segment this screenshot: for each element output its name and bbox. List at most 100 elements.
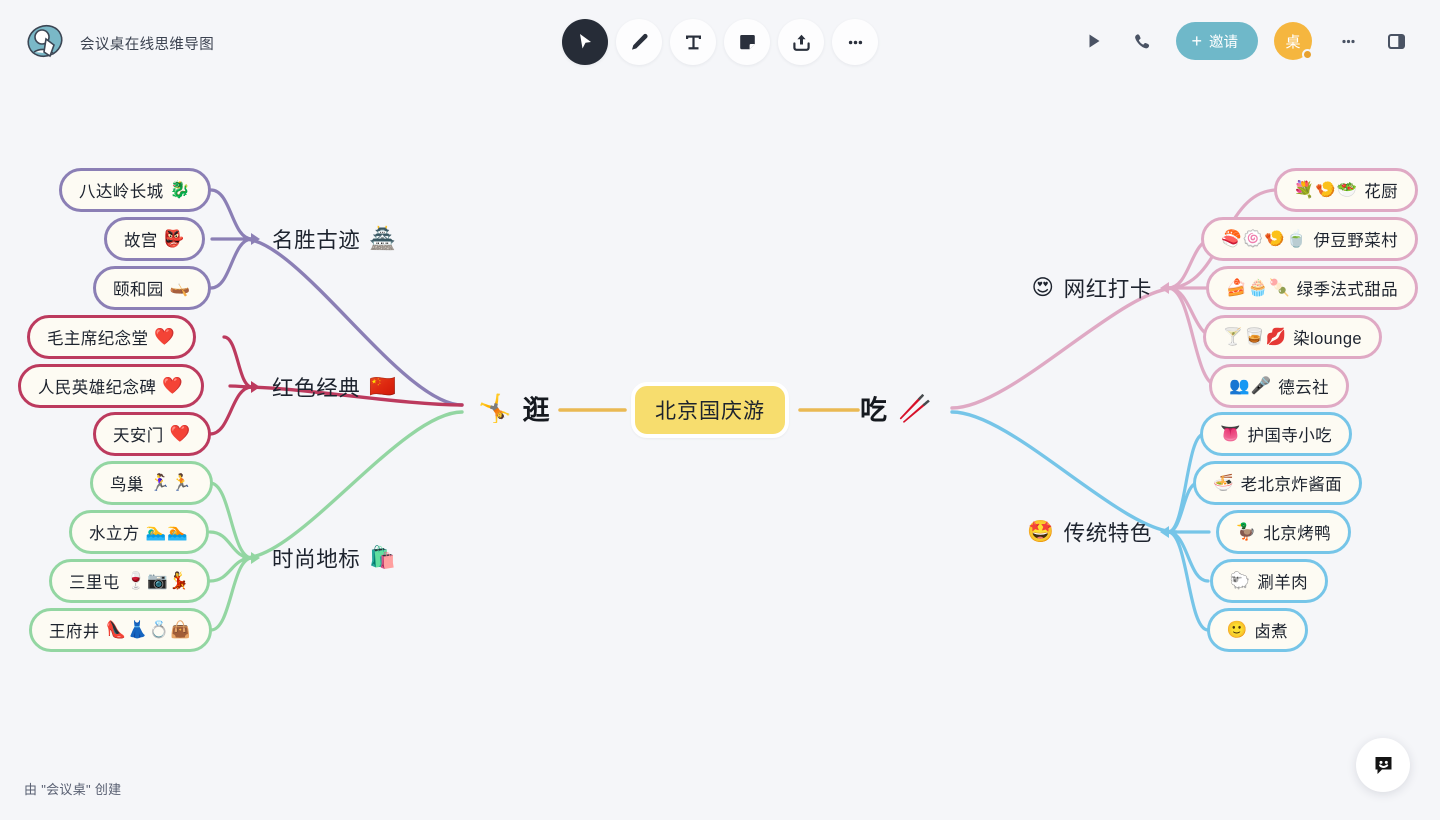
leaf-emoji: 🍰🧁🍡	[1225, 278, 1291, 297]
leaf-node-wanghong-4[interactable]: 👥🎤德云社	[1209, 364, 1349, 408]
mindmap-edge	[208, 530, 254, 560]
side-panel-icon	[1387, 33, 1405, 49]
leaf-emoji: 🐉	[169, 180, 192, 199]
group-node-hongse[interactable]: 红色经典🇨🇳	[272, 372, 397, 403]
leaf-label: 颐和园	[113, 281, 164, 299]
leaf-node-hongse-1[interactable]: 人民英雄纪念碑❤️	[18, 364, 204, 408]
mindmap-edge	[209, 556, 254, 632]
leaf-label: 伊豆野菜村	[1313, 232, 1398, 250]
group-emoji-mingsheng: 🏯	[369, 226, 397, 251]
help-chat-button[interactable]	[1356, 738, 1410, 792]
leaf-node-chuantong-3[interactable]: 🐑涮羊肉	[1209, 559, 1328, 603]
leaf-emoji: 💐🍤🥗	[1293, 180, 1359, 199]
group-emoji-wanghong: 😍	[1031, 275, 1055, 300]
branch-label-left: 逛	[522, 395, 551, 426]
leaf-node-mingsheng-0[interactable]: 八达岭长城 🐉	[59, 168, 212, 212]
group-node-mingsheng[interactable]: 名胜古迹 🏯	[272, 224, 397, 255]
more-tool-button[interactable]	[832, 19, 878, 65]
leaf-node-chuantong-0[interactable]: 👅护国寺小吃	[1199, 412, 1352, 456]
leaf-node-chuantong-1[interactable]: 🍜老北京炸酱面	[1193, 461, 1362, 505]
upload-tool-button[interactable]	[778, 19, 824, 65]
mindmap-edge	[1166, 530, 1210, 632]
leaf-label: 德云社	[1278, 379, 1329, 397]
group-emoji-shishang: 🛍️	[369, 545, 397, 570]
ellipsis-icon	[1341, 39, 1355, 43]
pencil-icon	[631, 33, 648, 50]
leaf-node-chuantong-2[interactable]: 🦆北京烤鸭	[1215, 510, 1351, 554]
mindmap-edge-arrow	[1160, 282, 1169, 294]
phone-icon	[1135, 33, 1150, 48]
leaf-node-shishang-3[interactable]: 王府井👠👗💍👜	[29, 608, 212, 652]
play-icon	[1089, 34, 1100, 48]
call-button[interactable]	[1120, 19, 1164, 63]
leaf-node-mingsheng-1[interactable]: 故宫 👺	[104, 217, 206, 261]
leaf-emoji: 🍷📷💃	[125, 571, 191, 590]
select-tool-button[interactable]	[562, 19, 608, 65]
branch-emoji-left: 🤸	[478, 393, 513, 423]
side-panel-toggle[interactable]	[1374, 19, 1418, 63]
leaf-node-hongse-2[interactable]: 天安门❤️	[93, 412, 212, 456]
leaf-node-shishang-1[interactable]: 水立方🏊‍♂️🏊	[69, 510, 209, 554]
group-emoji-chuantong: 🤩	[1027, 519, 1055, 544]
group-node-wanghong[interactable]: 😍网红打卡	[1032, 273, 1152, 304]
leaf-emoji: 🦆	[1235, 522, 1258, 541]
mindmap-edge	[208, 385, 254, 436]
leaf-emoji: 🍣🍥🍤🍵	[1221, 229, 1308, 248]
text-tool-button[interactable]	[670, 19, 716, 65]
branch-node-right[interactable]: 吃🥢	[860, 389, 933, 428]
leaf-node-hongse-0[interactable]: 毛主席纪念堂 ❤️	[27, 315, 196, 359]
leaf-emoji: 👺	[163, 229, 186, 248]
root-node[interactable]: 北京国庆游	[631, 382, 789, 438]
branch-node-left[interactable]: 🤸逛	[478, 389, 551, 428]
group-node-chuantong[interactable]: 🤩 传统特色	[1027, 517, 1152, 548]
leaf-node-shishang-2[interactable]: 三里屯🍷📷💃	[49, 559, 211, 603]
mindmap-edge	[950, 410, 1178, 534]
center-toolbar	[562, 19, 878, 65]
mindmap-edge	[950, 286, 1178, 410]
present-button[interactable]	[1072, 19, 1116, 63]
header-actions: + 邀请 桌	[1072, 19, 1418, 63]
leaf-emoji: 🍸🥃💋	[1222, 327, 1288, 346]
mindmap-edge-arrow	[251, 552, 260, 564]
mindmap-edge	[209, 188, 254, 241]
leaf-node-chuantong-4[interactable]: 🙂卤煮	[1206, 608, 1308, 652]
group-emoji-hongse: 🇨🇳	[369, 374, 397, 399]
pen-tool-button[interactable]	[616, 19, 662, 65]
branch-label-right: 吃	[860, 395, 888, 426]
mindmap-edge	[228, 384, 254, 389]
leaf-label: 鸟巢	[110, 476, 144, 494]
leaf-emoji: 👅	[1219, 424, 1242, 443]
group-label-chuantong: 传统特色	[1063, 521, 1152, 546]
leaf-node-wanghong-0[interactable]: 💐🍤🥗花厨	[1273, 168, 1418, 212]
leaf-label: 故宫	[124, 232, 158, 250]
leaf-emoji: ❤️	[154, 327, 176, 346]
mindmap-edge-arrow	[251, 233, 260, 245]
note-tool-button[interactable]	[724, 19, 770, 65]
leaf-node-shishang-0[interactable]: 鸟巢🏃‍♀️🏃	[90, 461, 213, 505]
leaf-node-wanghong-2[interactable]: 🍰🧁🍡绿季法式甜品	[1205, 266, 1418, 310]
invite-button[interactable]: + 邀请	[1176, 22, 1258, 60]
leaf-label: 水立方	[89, 525, 140, 543]
mindmap-edge-arrow	[251, 381, 260, 393]
mindmap-edge	[209, 237, 254, 290]
leaf-emoji: ❤️	[162, 376, 184, 395]
mindmap-edge-arrow	[1160, 526, 1169, 538]
brand[interactable]: 会议桌在线思维导图	[24, 22, 214, 64]
leaf-label: 毛主席纪念堂	[47, 330, 149, 348]
leaf-node-wanghong-3[interactable]: 🍸🥃💋染lounge	[1202, 315, 1382, 359]
invite-label: 邀请	[1209, 34, 1238, 51]
leaf-node-wanghong-1[interactable]: 🍣🍥🍤🍵 伊豆野菜村	[1201, 217, 1418, 261]
user-avatar[interactable]: 桌	[1274, 22, 1313, 60]
leaf-emoji: 🛶	[169, 278, 192, 297]
avatar-status-dot	[1302, 49, 1313, 60]
leaf-node-mingsheng-2[interactable]: 颐和园 🛶	[93, 266, 212, 310]
header-more-button[interactable]	[1326, 19, 1370, 63]
ellipsis-icon	[848, 40, 862, 44]
sticky-note-icon	[739, 34, 755, 49]
group-node-shishang[interactable]: 时尚地标🛍️	[272, 543, 397, 574]
group-label-mingsheng: 名胜古迹	[272, 228, 361, 253]
leaf-label: 八达岭长城	[79, 183, 164, 201]
leaf-emoji: 🐑	[1229, 571, 1252, 590]
